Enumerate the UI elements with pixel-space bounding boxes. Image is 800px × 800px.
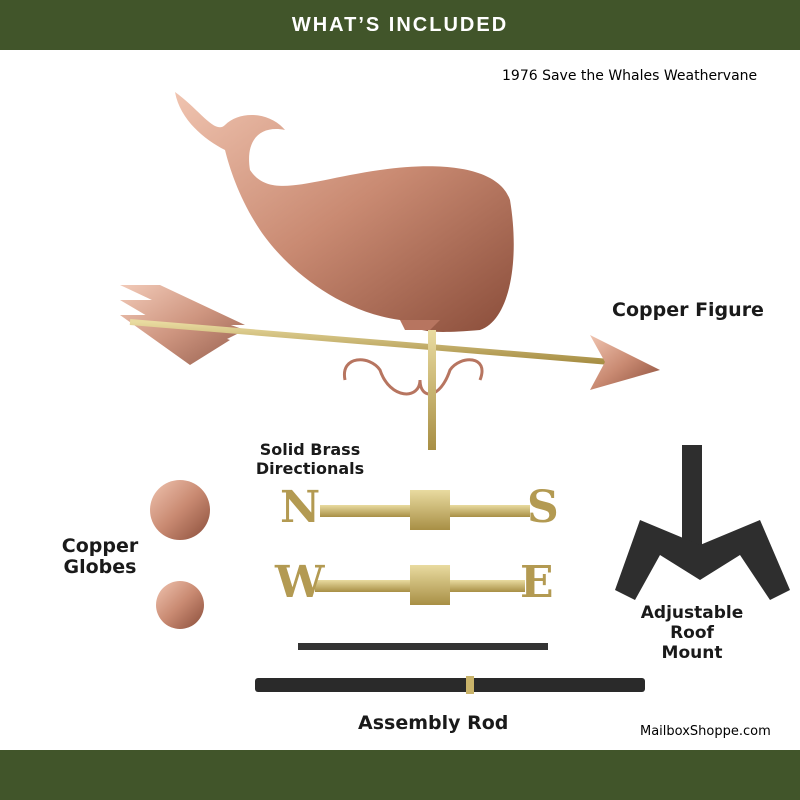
assembly-rods: [255, 643, 645, 694]
header-title: WHAT’S INCLUDED: [291, 13, 509, 36]
letter-e: E: [520, 557, 554, 608]
letter-w: W: [275, 557, 325, 608]
label-copper-figure: Copper Figure: [612, 299, 764, 321]
label-line: Globes: [63, 556, 137, 578]
brass-directionals: [315, 490, 530, 605]
whale-figure: [175, 92, 514, 332]
footer-band: [0, 750, 800, 800]
label-roof-mount: Adjustable Roof Mount: [632, 603, 752, 663]
roof-mount: [615, 445, 790, 600]
label-brass-directionals: Solid Brass Directionals: [250, 440, 370, 478]
label-line: Copper: [61, 535, 139, 557]
label-line: Mount: [661, 643, 723, 663]
label-line: Adjustable: [640, 603, 744, 623]
label-copper-globes: Copper Globes: [50, 536, 150, 578]
header-band: WHAT’S INCLUDED: [0, 0, 800, 50]
letter-n: N: [280, 482, 321, 533]
arrow: [120, 285, 660, 450]
label-assembly-rod: Assembly Rod: [358, 712, 509, 734]
copper-globes: [150, 480, 210, 629]
watermark: MailboxShoppe.com: [640, 724, 771, 739]
product-name: 1976 Save the Whales Weathervane: [502, 68, 758, 84]
label-line: Solid Brass: [259, 440, 361, 459]
label-line: Directionals: [255, 459, 365, 478]
letter-s: S: [527, 482, 559, 533]
label-line: Roof: [670, 623, 714, 643]
